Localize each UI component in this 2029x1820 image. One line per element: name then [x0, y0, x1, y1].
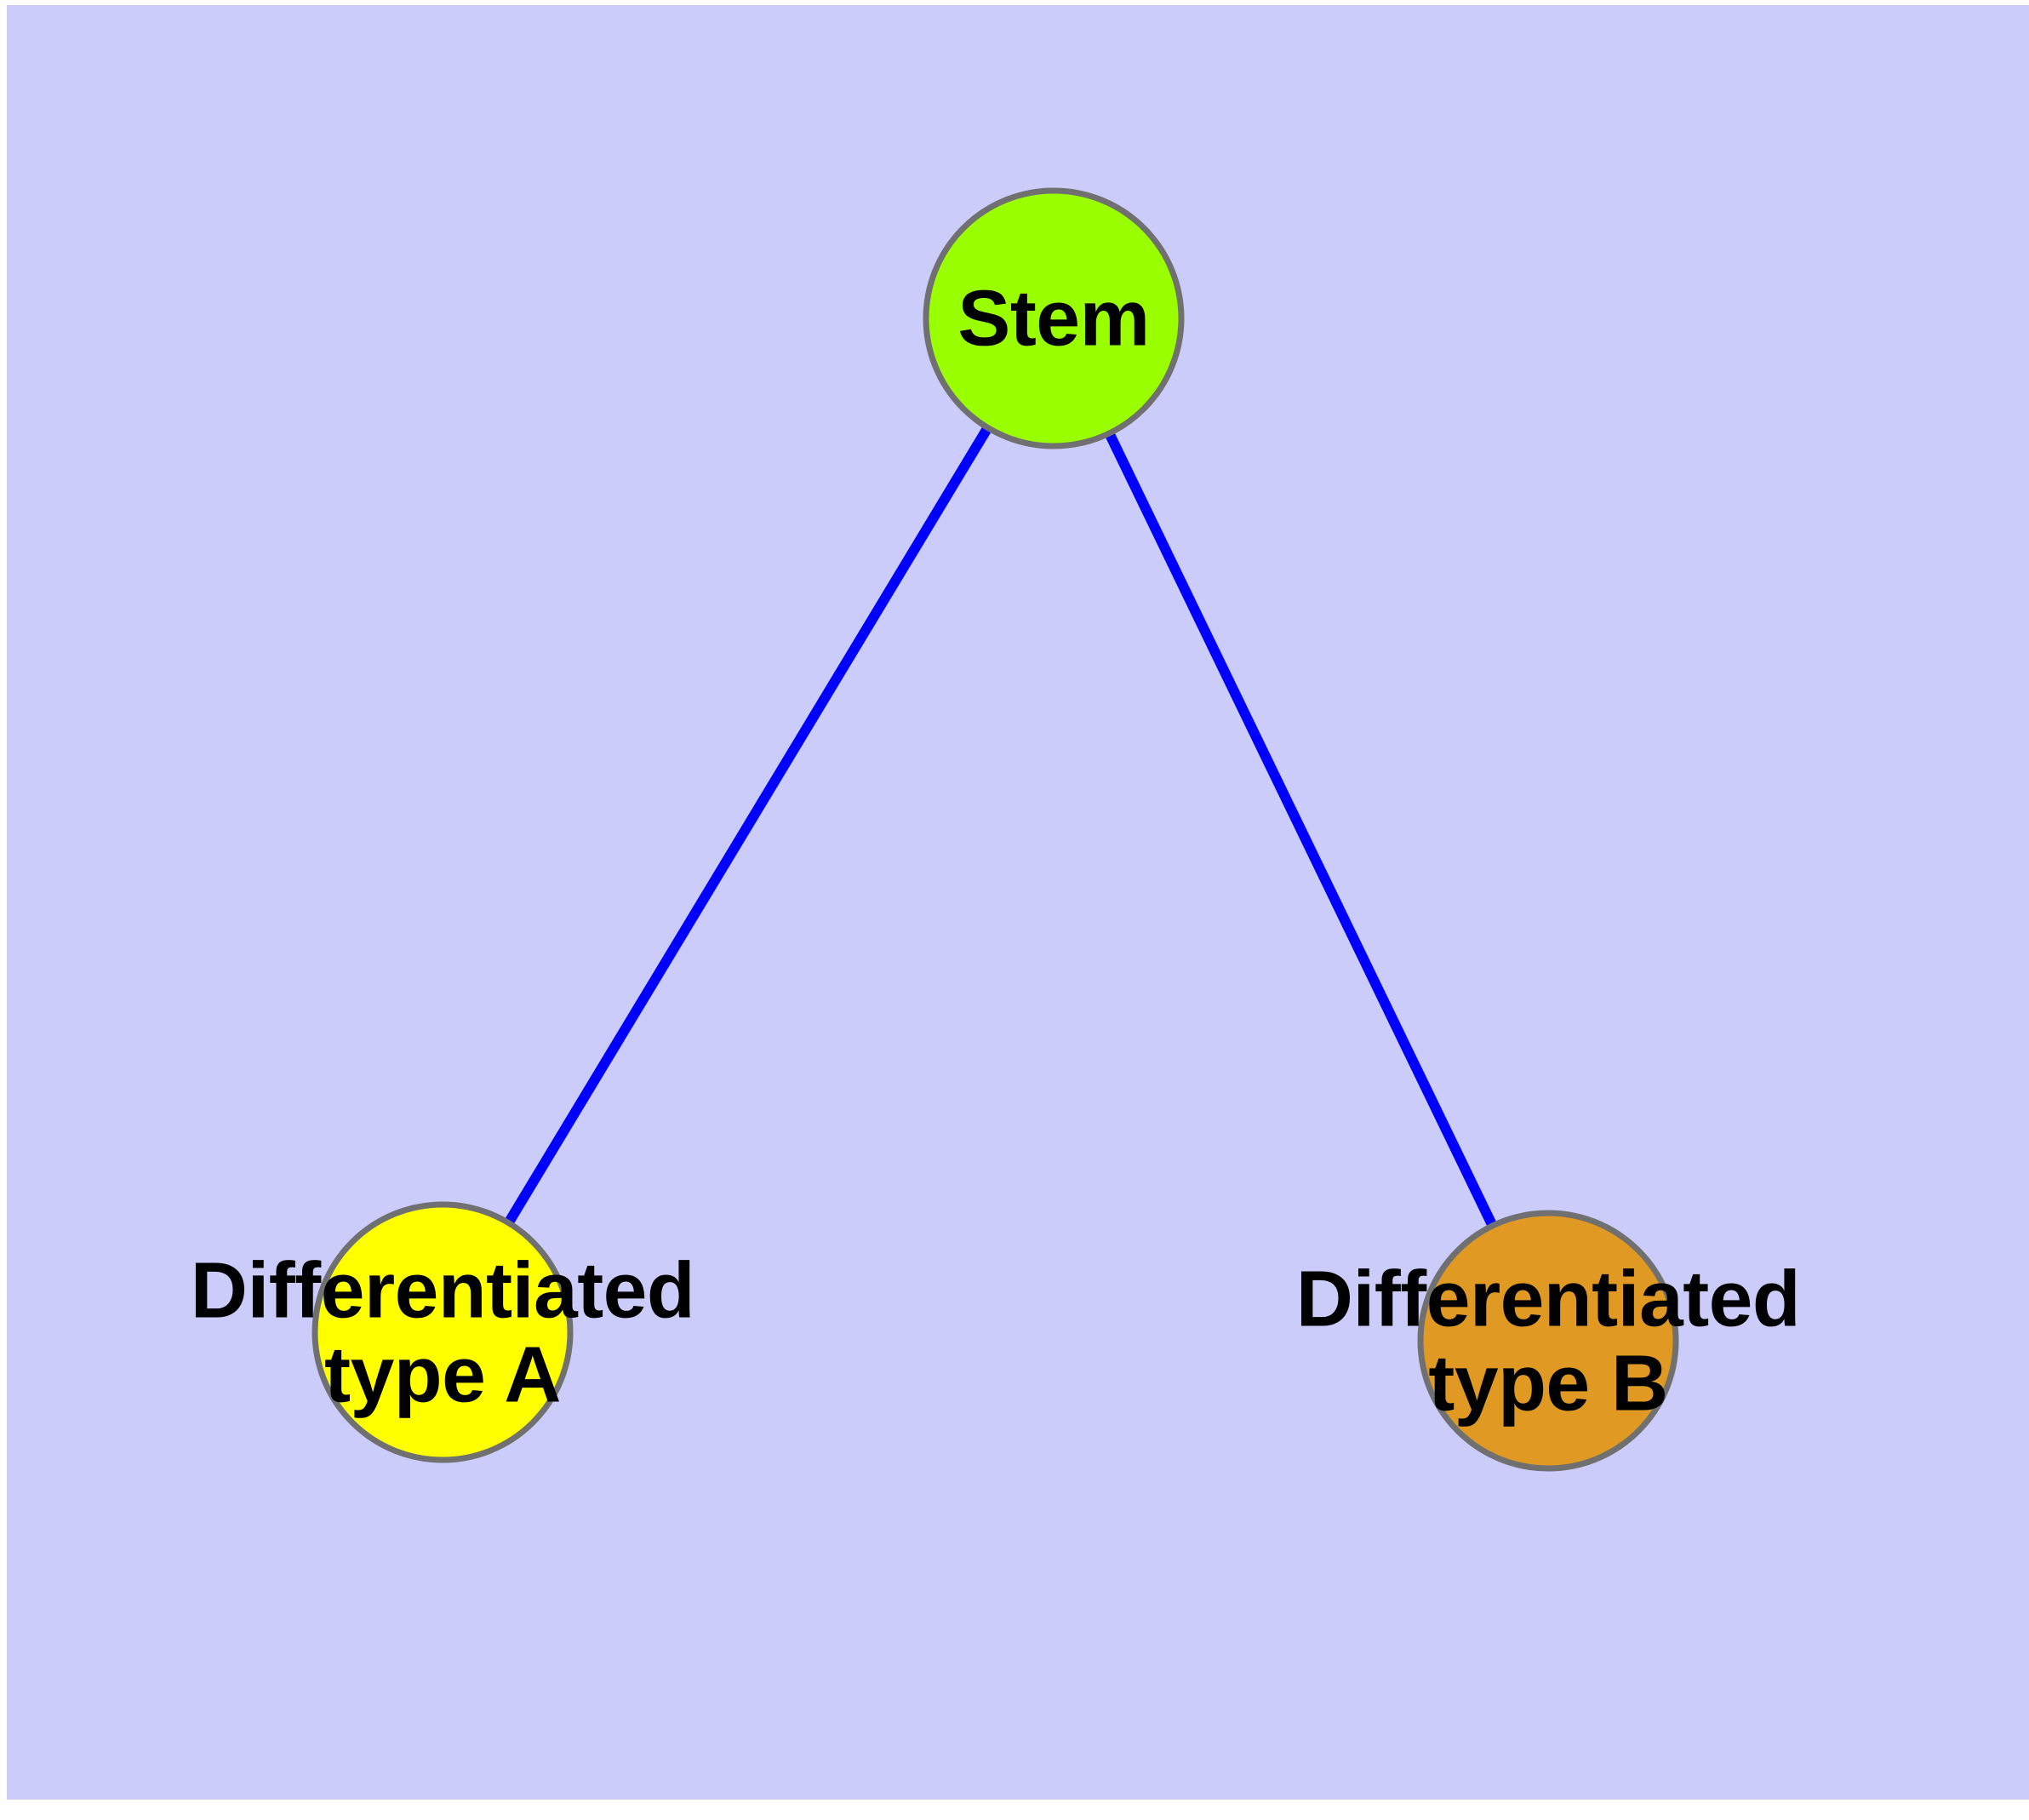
graph-node-diff-b[interactable]: [1417, 1210, 1679, 1472]
graph-edge-stem-to-diff-b[interactable]: [1049, 316, 1553, 1343]
edge-layer: [437, 315, 1553, 1343]
node-layer: [311, 187, 1679, 1472]
graph-node-stem[interactable]: [923, 187, 1185, 449]
graph-node-diff-a[interactable]: [311, 1201, 574, 1463]
graph-edge-stem-to-diff-a[interactable]: [437, 315, 1059, 1336]
